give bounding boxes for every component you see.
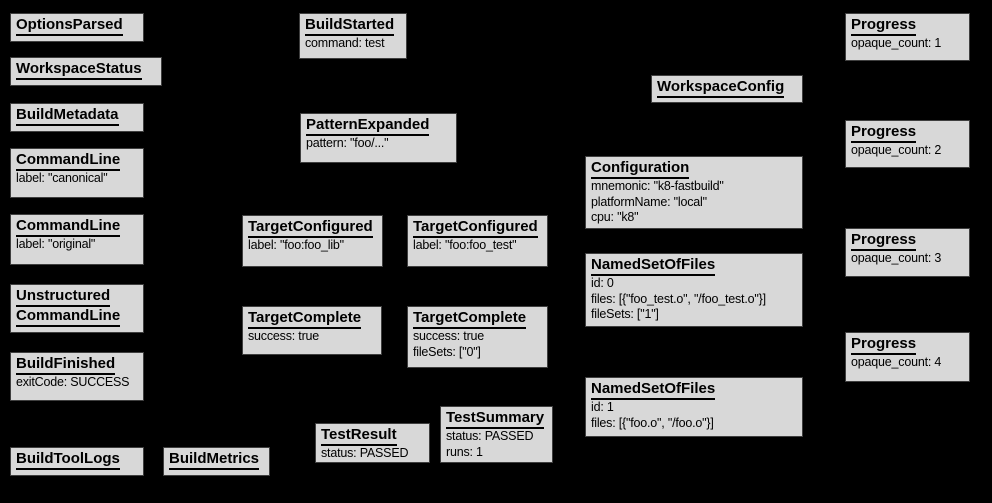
node-detail: exitCode: SUCCESS	[16, 375, 130, 389]
node-detail: status: PASSED	[446, 429, 534, 443]
node-detail: id: 0	[591, 276, 614, 290]
node-title: BuildMetrics	[169, 450, 264, 470]
node-title: CommandLine	[16, 217, 138, 237]
node-build-metadata: BuildMetadata	[10, 103, 144, 132]
node-title: Progress	[851, 123, 964, 143]
node-detail: opaque_count: 2	[851, 143, 942, 157]
node-detail: mnemonic: "k8-fastbuild"	[591, 179, 724, 193]
node-build-tool-logs: BuildToolLogs	[10, 447, 144, 476]
node-title: TargetConfigured	[248, 218, 377, 238]
node-detail: pattern: "foo/..."	[306, 136, 389, 150]
node-title: WorkspaceStatus	[16, 60, 156, 80]
node-detail: fileSets: ["0"]	[413, 344, 481, 359]
node-detail: runs: 1	[446, 444, 483, 459]
node-title: Progress	[851, 335, 964, 355]
node-detail: status: PASSED	[321, 446, 409, 460]
node-title: BuildFinished	[16, 355, 138, 375]
node-detail: success: true	[248, 329, 320, 343]
node-title: TestResult	[321, 426, 424, 446]
node-build-metrics: BuildMetrics	[163, 447, 270, 476]
node-detail: fileSets: ["1"]	[591, 307, 659, 321]
node-workspace-status: WorkspaceStatus	[10, 57, 162, 86]
node-title: CommandLine	[16, 151, 138, 171]
node-detail: command: test	[305, 36, 385, 50]
node-title: Configuration	[591, 159, 797, 179]
node-title: Progress	[851, 231, 964, 251]
node-title: TargetComplete	[248, 309, 376, 329]
node-options-parsed: OptionsParsed	[10, 13, 144, 42]
node-detail: files: [{"foo_test.o", "/foo_test.o"}]	[591, 291, 766, 306]
node-detail: label: "foo:foo_test"	[413, 238, 517, 252]
node-workspace-config: WorkspaceConfig	[651, 75, 803, 103]
node-detail: files: [{"foo.o", "/foo.o"}]	[591, 415, 714, 430]
node-title: OptionsParsed	[16, 16, 138, 36]
node-title: BuildMetadata	[16, 106, 138, 126]
node-detail: success: true	[413, 329, 485, 343]
node-detail: label: "original"	[16, 237, 96, 251]
node-title: NamedSetOfFiles	[591, 256, 797, 276]
node-title: Progress	[851, 16, 964, 36]
node-title: BuildToolLogs	[16, 450, 138, 470]
node-detail: label: "foo:foo_lib"	[248, 238, 344, 252]
node-detail: id: 1	[591, 400, 614, 414]
node-title: BuildStarted	[305, 16, 401, 36]
node-title: WorkspaceConfig	[657, 78, 797, 98]
node-title: TargetComplete	[413, 309, 542, 329]
node-detail: label: "canonical"	[16, 171, 108, 185]
node-title: TargetConfigured	[413, 218, 542, 238]
node-detail: opaque_count: 4	[851, 355, 942, 369]
node-title: TestSummary	[446, 409, 547, 429]
node-detail: opaque_count: 1	[851, 36, 942, 50]
node-detail: opaque_count: 3	[851, 251, 942, 265]
node-title: PatternExpanded	[306, 116, 451, 136]
node-detail: platformName: "local"	[591, 194, 707, 209]
node-title: NamedSetOfFiles	[591, 380, 797, 400]
node-detail: cpu: "k8"	[591, 210, 639, 224]
